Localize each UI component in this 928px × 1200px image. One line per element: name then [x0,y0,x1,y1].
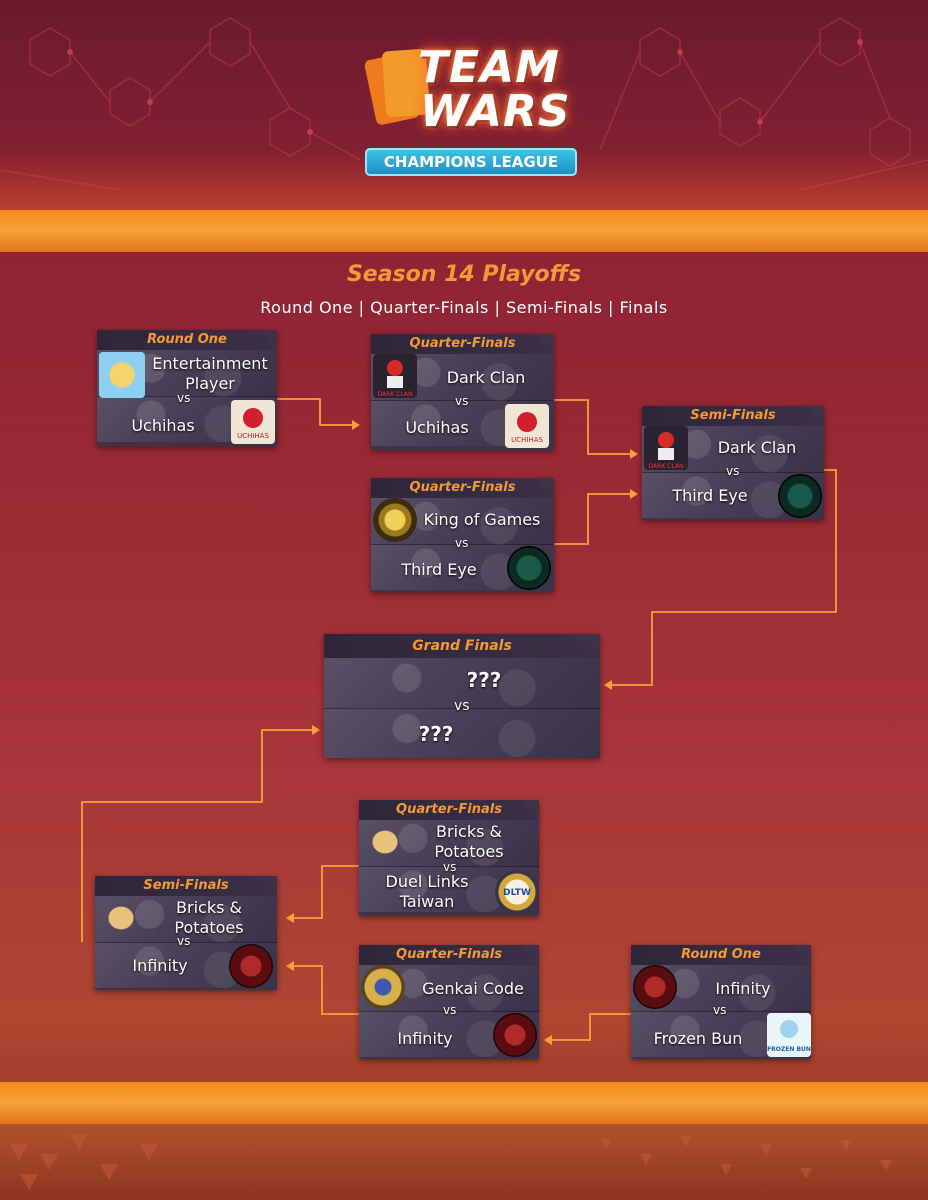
vs-label: vs [443,860,457,874]
match-label: Quarter-Finals [371,478,554,498]
match-semi-finals-2[interactable]: Semi-Finals Bricks & Potatoes vs Infinit… [95,876,277,990]
match-label: Quarter-Finals [359,800,539,820]
dark-clan-icon: DARK CLAN [644,426,688,470]
team-name: Bricks & Potatoes [174,898,244,937]
footer [0,1124,928,1200]
third-eye-icon [778,474,822,518]
potato-mascot-icon [363,822,403,862]
team-name: Infinity [397,1029,453,1048]
page-title: Season 14 Playoffs [346,262,582,287]
vs-label: vs [443,1003,457,1017]
gold-medallion-icon [373,498,417,542]
logo-word-team: TEAM [418,42,560,93]
infinity-icon [229,944,273,988]
team-name: Uchihas [405,418,469,437]
red-orb-icon: UCHIHAS [231,400,275,444]
match-label: Semi-Finals [642,406,824,426]
genkai-code-icon [361,965,405,1009]
team-name: Frozen Bun [653,1029,743,1048]
dragon-mascot-icon [99,352,145,398]
team-name: Third Eye [672,486,748,505]
frozen-bun-logo-text: FROZEN BUN [767,1046,811,1053]
third-eye-icon [507,546,551,590]
team-name: ??? [466,668,502,692]
team-wars-logo: TEAM WARS CHAMPIONS LEAGUE [360,38,580,178]
match-label: Semi-Finals [95,876,277,896]
match-label: Quarter-Finals [359,945,539,965]
top-orange-band [0,210,928,252]
match-round-one-top[interactable]: Round One Entertainment Player vs Uchiha… [97,330,277,446]
match-grand-finals[interactable]: Grand Finals ??? vs ??? [324,634,600,758]
team-name: Dark Clan [446,368,526,387]
match-quarter-finals-3[interactable]: Quarter-Finals Bricks & Potatoes vs Duel… [359,800,539,916]
frozen-bun-icon: FROZEN BUN [767,1013,811,1057]
infinity-icon [493,1013,537,1057]
vs-label: vs [455,394,469,408]
match-round-one-bottom[interactable]: Round One Infinity vs Frozen Bun FROZEN … [631,945,811,1059]
team-name: Uchihas [131,416,195,435]
vs-label: vs [713,1003,727,1017]
match-label: Quarter-Finals [371,334,554,354]
team-name: Third Eye [401,560,477,579]
champions-league-badge: CHAMPIONS LEAGUE [365,148,577,176]
team-name: Infinity [132,956,188,975]
dark-clan-icon: DARK CLAN [373,354,417,398]
match-label: Round One [631,945,811,965]
match-quarter-finals-4[interactable]: Quarter-Finals Genkai Code vs Infinity [359,945,539,1059]
team-name: ??? [418,722,454,746]
team-name: Duel Links Taiwan [385,872,469,911]
duel-links-taiwan-icon: DLTW [495,870,539,914]
match-quarter-finals-2[interactable]: Quarter-Finals King of Games vs Third Ey… [371,478,554,592]
team-name: Dark Clan [717,438,797,457]
potato-mascot-icon [99,898,139,938]
dark-clan-logo-text: DARK CLAN [649,463,684,470]
dltw-logo-text: DLTW [503,888,531,898]
red-orb-icon: UCHIHAS [505,404,549,448]
page-subtitle: Round One | Quarter-Finals | Semi-Finals… [260,298,668,317]
vs-label: vs [726,464,740,478]
dark-clan-logo-text: DARK CLAN [378,391,413,398]
uchihas-logo-text: UCHIHAS [237,432,269,440]
match-label: Grand Finals [324,634,600,658]
team-slot [324,708,600,758]
infinity-icon [633,965,677,1009]
vs-label: vs [455,536,469,550]
team-name: Genkai Code [422,979,524,998]
team-slot [324,658,600,708]
match-semi-finals-1[interactable]: Semi-Finals DARK CLAN Dark Clan vs Third… [642,406,824,520]
uchihas-logo-text: UCHIHAS [511,436,543,444]
team-name: Bricks & Potatoes [434,822,504,861]
team-name: Entertainment Player [152,354,268,393]
team-name: Infinity [715,979,771,998]
logo-word-wars: WARS [420,86,571,137]
vs-label: vs [177,934,191,948]
team-name: King of Games [423,510,541,529]
vs-label: vs [454,698,470,714]
vs-label: vs [177,391,191,405]
match-label: Round One [97,330,277,350]
match-quarter-finals-1[interactable]: Quarter-Finals DARK CLAN Dark Clan vs Uc… [371,334,554,450]
bottom-orange-band [0,1082,928,1124]
